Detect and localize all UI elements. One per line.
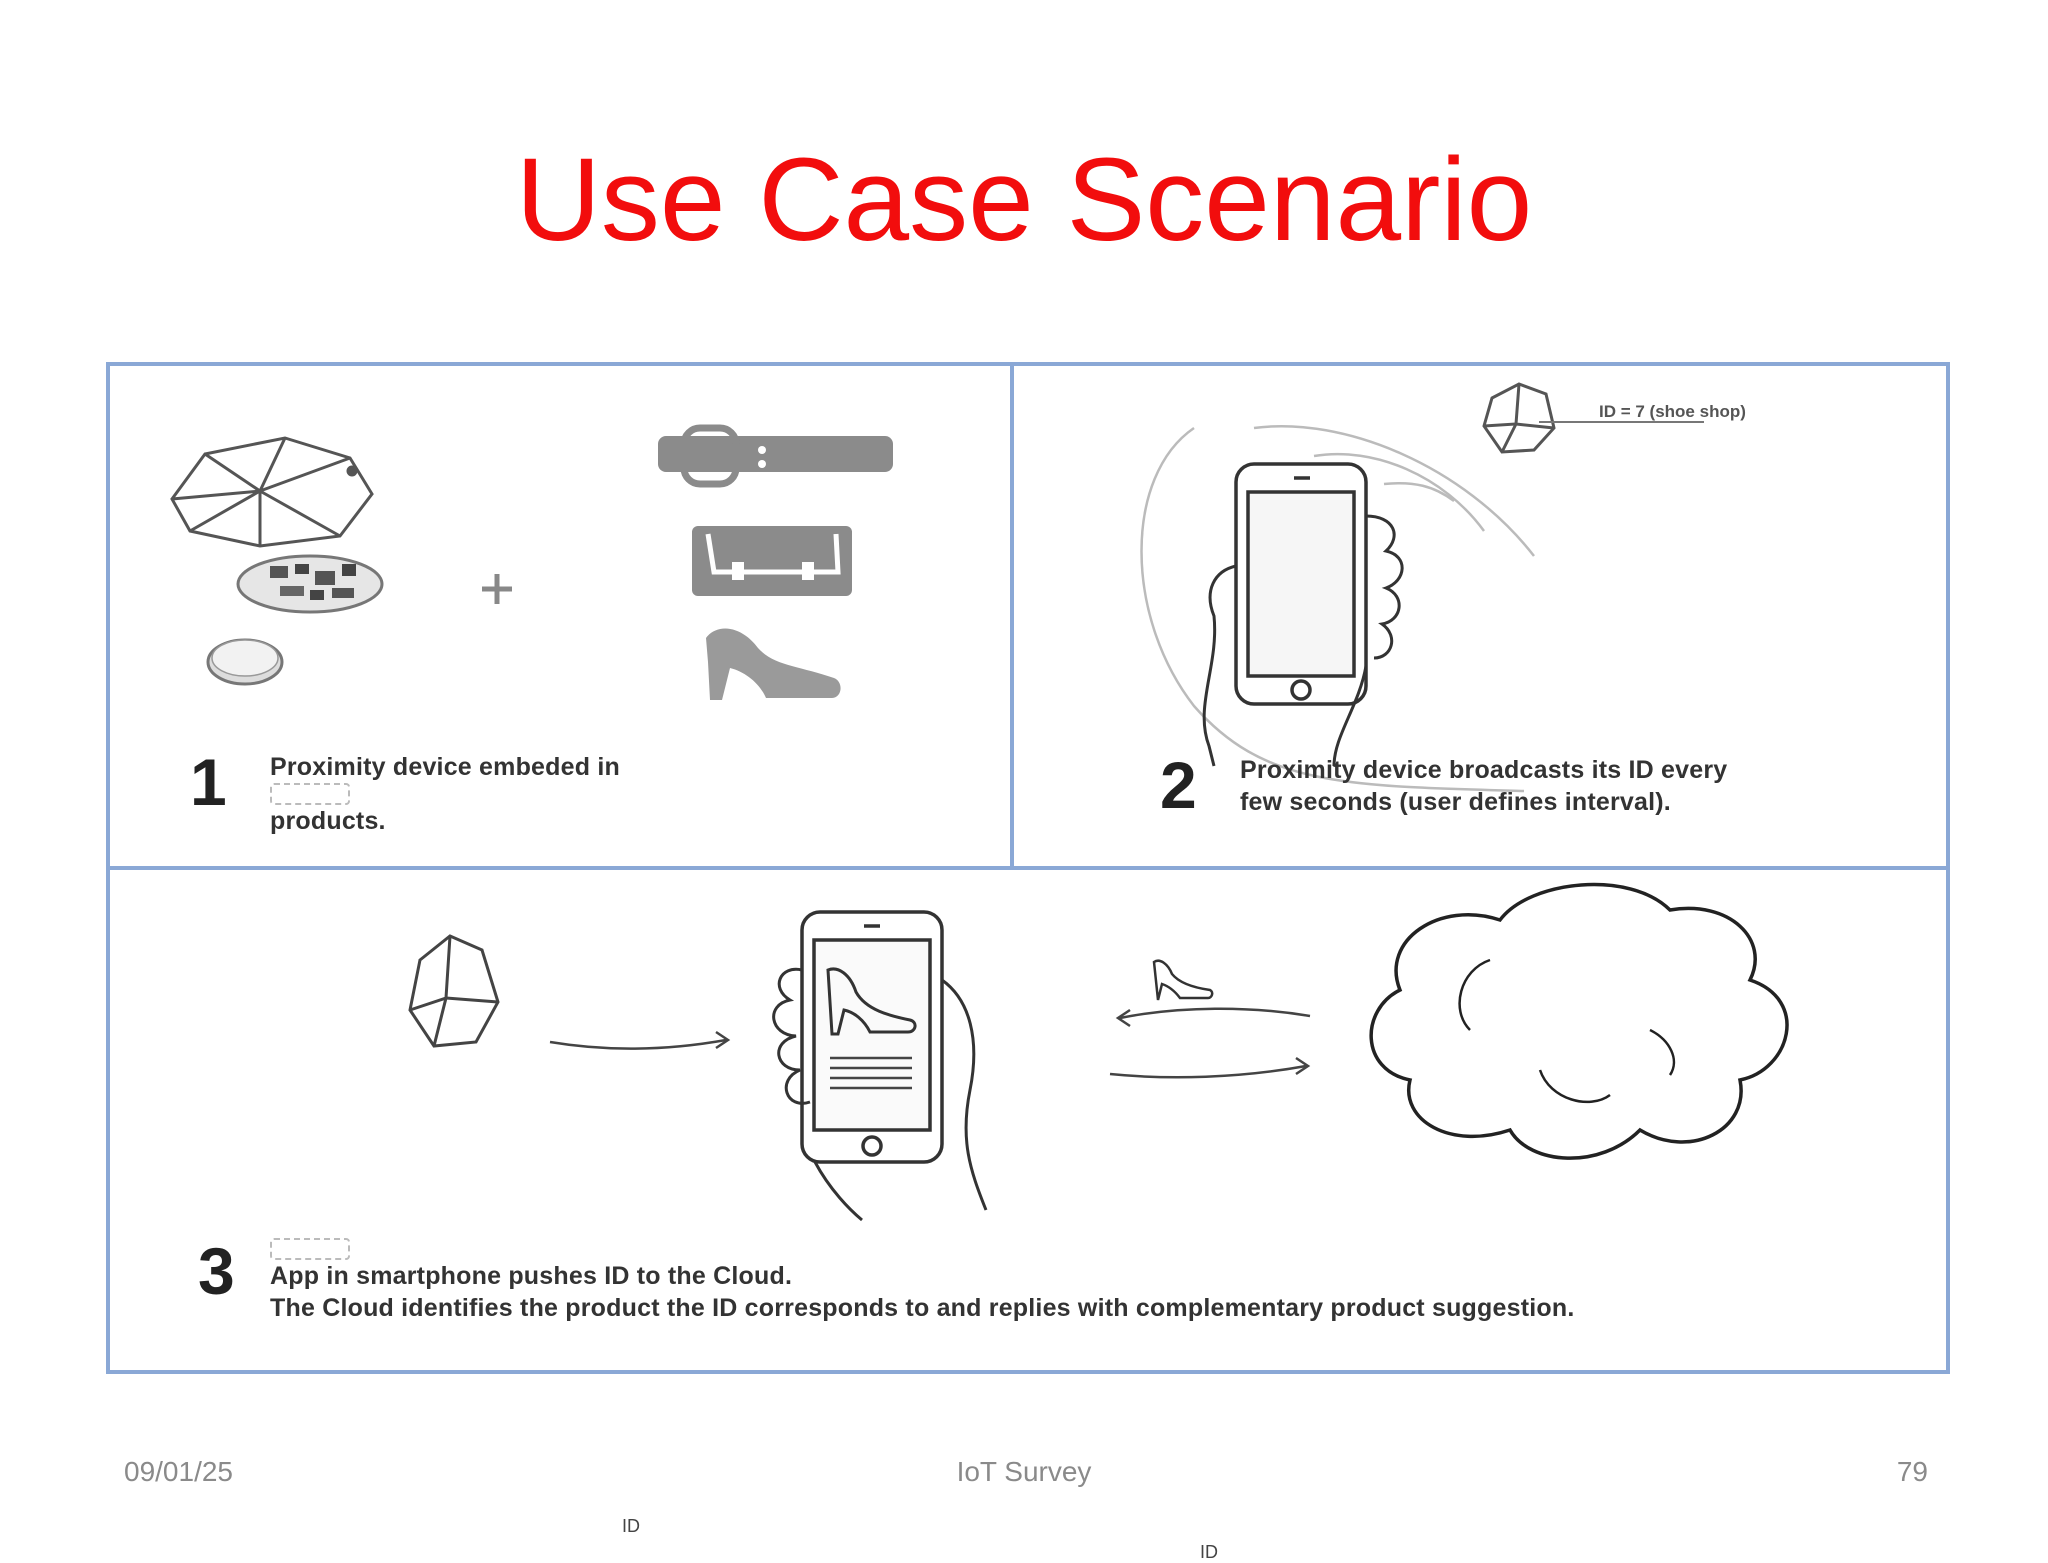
- arrow-label-id: ID: [1200, 1542, 1218, 1562]
- beacon-id-label: ID = 7 (shoe shop): [1599, 402, 1746, 421]
- bag-icon: [692, 526, 852, 596]
- beacon-device-icon: [170, 436, 374, 548]
- shoe-icon: [1152, 959, 1214, 1001]
- slide-title: Use Case Scenario: [515, 134, 1533, 266]
- arrow-icon: [549, 1038, 727, 1050]
- hand-icon: [772, 967, 988, 1222]
- footer-date: 09/01/25: [124, 1456, 233, 1487]
- panel-divider-vertical: [1010, 366, 1014, 868]
- redacted-brand-logo: [270, 783, 350, 805]
- arrow-icon: [1109, 1064, 1307, 1079]
- smartphone-icon: [800, 910, 944, 1164]
- step-2-number: 2: [1160, 748, 1197, 822]
- step-2-caption: Proximity device broadcasts its ID every…: [1240, 754, 1727, 818]
- step-2-line-2: few seconds (user defines interval).: [1240, 788, 1671, 816]
- step-1-line-2: products.: [270, 807, 386, 835]
- step-3-caption: App in smartphone pushes ID to the Cloud…: [270, 1238, 1574, 1324]
- cloud-icon: [1369, 882, 1789, 1160]
- product-text-lines: [830, 1056, 912, 1090]
- step-3-number: 3: [198, 1234, 235, 1308]
- step-3-line-2: The Cloud identifies the product the ID …: [270, 1294, 1575, 1322]
- step-1-caption: Proximity device embeded in products.: [270, 751, 620, 837]
- circuit-board-icon: [236, 554, 384, 614]
- use-case-diagram: ID = 7 (shoe shop): [106, 362, 1950, 1562]
- belt-icon: [658, 424, 893, 488]
- footer-title: IoT Survey: [956, 1456, 1092, 1487]
- coin-battery-icon: [206, 638, 284, 686]
- hand-icon: [1202, 514, 1404, 767]
- panel-3-illustration: [408, 882, 1789, 1222]
- step-3-line-1: App in smartphone pushes ID to the Cloud…: [270, 1262, 793, 1290]
- footer-page-number: 79: [1896, 1456, 1928, 1487]
- step-2-line-1: Proximity device broadcasts its ID every: [1240, 756, 1728, 784]
- shoe-icon: [706, 628, 841, 700]
- step-1-number: 1: [190, 745, 227, 819]
- plus-icon: [482, 574, 512, 604]
- beacon-device-icon: [1482, 382, 1556, 454]
- panel-1-illustration: [170, 424, 893, 700]
- panel-divider-horizontal: [110, 866, 1946, 870]
- arrow-label-id: ID: [622, 1516, 640, 1536]
- panel-2-illustration: [1140, 382, 1704, 793]
- smartphone-icon: [1234, 462, 1368, 706]
- broadcast-waves-icon: [1140, 424, 1535, 793]
- shoe-icon: [826, 967, 917, 1036]
- step-1-line-1: Proximity device embeded in: [270, 753, 620, 781]
- redacted-brand-logo: [270, 1238, 350, 1260]
- beacon-device-icon: [408, 934, 500, 1048]
- arrow-icon: [1119, 1007, 1311, 1020]
